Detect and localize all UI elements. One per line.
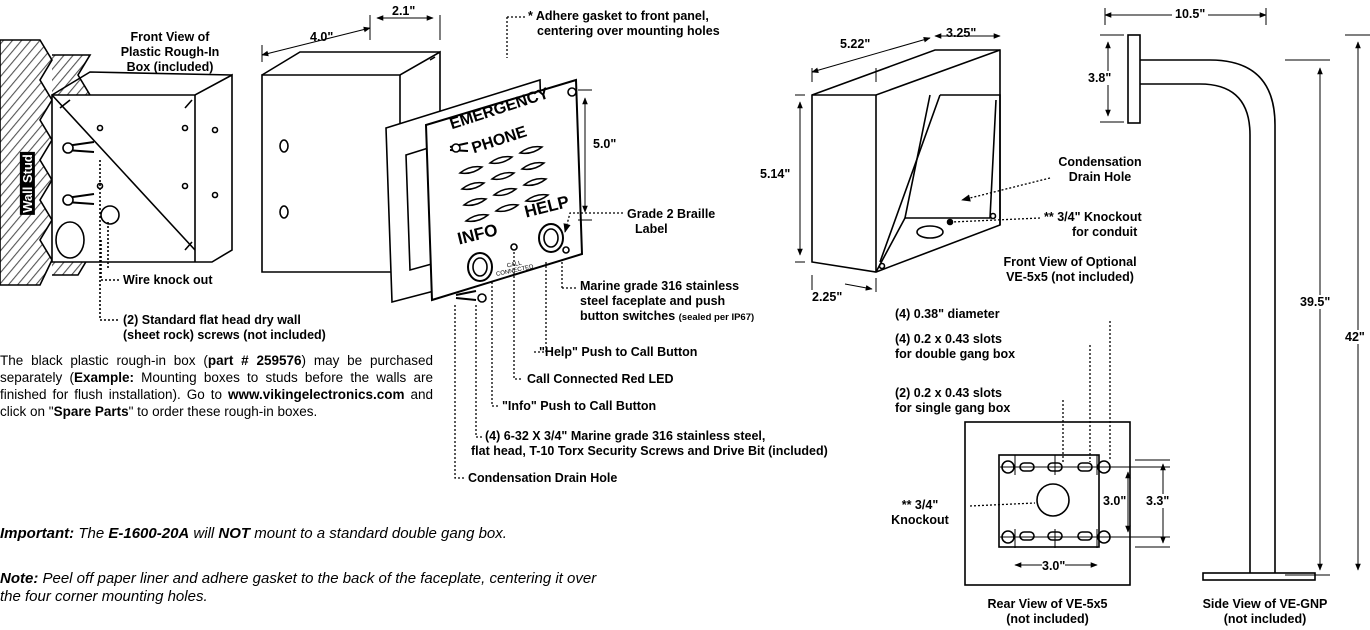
ve5x5-height-dim: 5.14": [760, 167, 791, 181]
ve5x5-front-caption: Front View of Optional VE-5x5 (not inclu…: [1003, 255, 1137, 284]
ve5x5-rear-drawing: [964, 321, 1170, 586]
rough-in-box-drawing: [0, 39, 233, 321]
ve5x5-width-dim: 5.22": [840, 37, 871, 51]
rear-width-dim: 3.0": [1042, 559, 1066, 573]
phone-width-dim: 4.0": [310, 30, 334, 44]
gnp-height-dim: 39.5": [1300, 295, 1331, 309]
rear-diameter-callout: (4) 0.38" diameter: [895, 307, 1000, 321]
help-button-callout: "Help" Push to Call Button: [539, 345, 698, 359]
rear-view-caption: Rear View of VE-5x5 (not included): [987, 597, 1108, 626]
ve-gnp-drawing: [1100, 8, 1370, 581]
faceplate-drawing: [385, 16, 623, 479]
wire-knockout-label: Wire knock out: [123, 273, 213, 287]
important-note: Important: The E-1600-20A will NOT mount…: [0, 525, 507, 542]
rear-inner-height-dim: 3.0": [1103, 494, 1127, 508]
security-screws-callout: (4) 6-32 X 3/4" Marine grade 316 stainle…: [471, 429, 828, 458]
ve5x5-knockout-label: ** 3/4" Knockout for conduit: [1044, 210, 1142, 239]
rear-double-gang-callout: (4) 0.2 x 0.43 slots for double gang box: [895, 332, 1016, 361]
drain-hole-callout: Condensation Drain Hole: [468, 471, 618, 485]
gasket-liner-note: Note: Peel off paper liner and adhere ga…: [0, 570, 597, 605]
phone-depth-dim: 2.1": [392, 4, 416, 18]
rear-outer-height-dim: 3.3": [1146, 494, 1170, 508]
gnp-reach-dim: 10.5": [1172, 7, 1209, 21]
gnp-caption: Side View of VE-GNP (not included): [1202, 597, 1328, 626]
call-connected-led-callout: Call Connected Red LED: [527, 372, 674, 386]
gnp-plate-dim: 3.8": [1088, 71, 1112, 85]
ve5x5-front-drawing: [795, 33, 1051, 292]
gasket-note: * Adhere gasket to front panel, centerin…: [528, 9, 720, 38]
gnp-total-dim: 42": [1345, 330, 1365, 344]
ve5x5-bottom-dim: 2.25": [812, 290, 843, 304]
phone-height-dim: 5.0": [593, 137, 617, 151]
rough-in-title: Front View of Plastic Rough-In Box (incl…: [120, 30, 220, 74]
braille-label-callout: Grade 2 Braille Label: [627, 207, 716, 236]
marine-faceplate-callout: Marine grade 316 stainless steel facepla…: [580, 279, 755, 323]
ve5x5-depth-dim: 3.25": [946, 26, 977, 40]
rear-knockout-callout: ** 3/4" Knockout: [891, 498, 949, 527]
drywall-screws-label: (2) Standard flat head dry wall (sheet r…: [123, 313, 326, 342]
info-button-callout: "Info" Push to Call Button: [502, 399, 657, 413]
ve5x5-drain-label: Condensation Drain Hole: [1058, 155, 1142, 184]
rough-in-note: The black plastic rough-in box (part # 2…: [0, 353, 434, 419]
rear-single-gang-callout: (2) 0.2 x 0.43 slots for single gang box: [895, 386, 1011, 415]
wall-stud-label: Wall Stud: [19, 152, 35, 215]
